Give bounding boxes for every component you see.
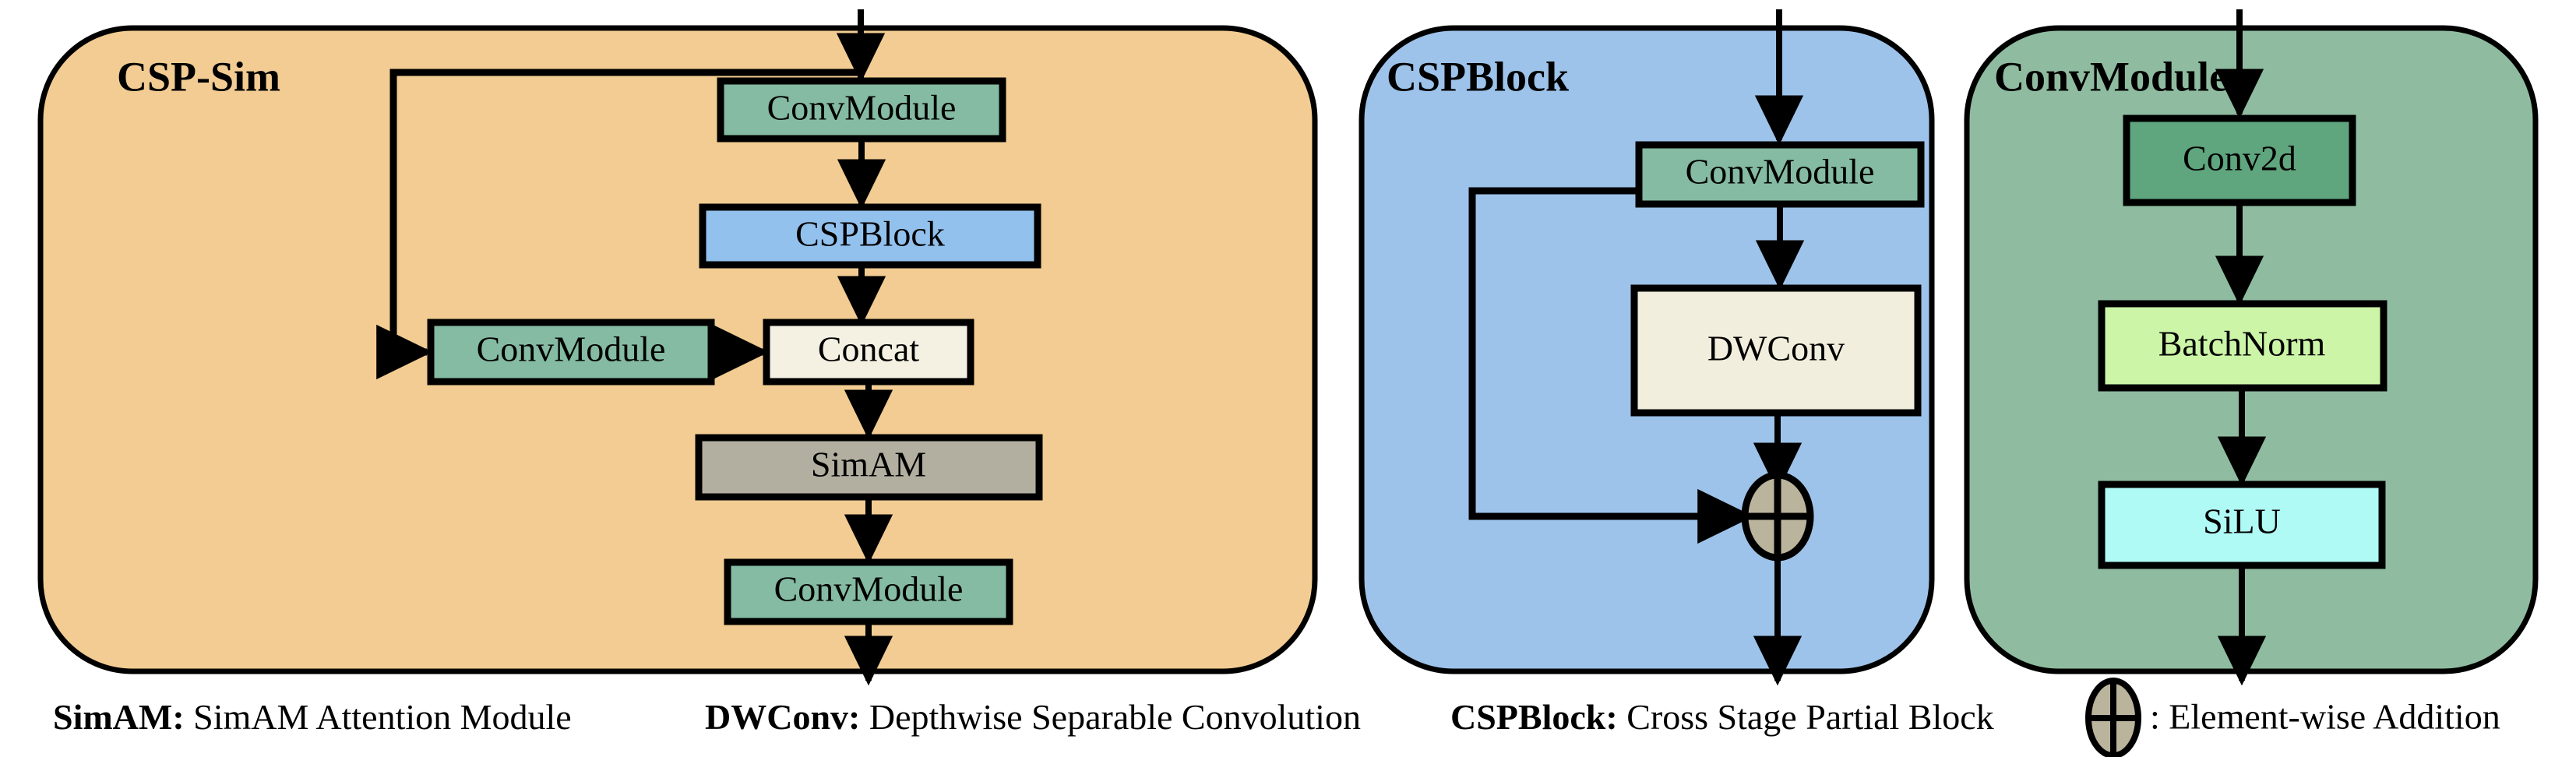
block-convmodule-top-label: ConvModule	[767, 88, 957, 128]
legend-plus-circle-cross	[2088, 681, 2138, 755]
legend-item-dwconv-term: DWConv:	[705, 697, 860, 737]
legend-addition-icon	[2085, 678, 2141, 757]
legend-item-dwconv: DWConv: Depthwise Separable Convolution	[705, 697, 1361, 737]
block-conv2d-label: Conv2d	[2183, 139, 2296, 178]
panel-csp-sim: CSP-Sim ConvModule CSPBlock ConvModule C…	[37, 9, 1318, 686]
panel-csp-sim-title: CSP-Sim	[117, 53, 280, 100]
legend-item-addition-definition: : Element-wise Addition	[2150, 697, 2500, 737]
panel-cspblock-title: CSPBlock	[1387, 53, 1569, 100]
legend-item-cspblock-term: CSPBlock:	[1450, 697, 1618, 737]
legend-item-simam-definition: SimAM Attention Module	[185, 697, 572, 737]
elementwise-add-cross	[1745, 475, 1810, 558]
panel-convmodule: ConvModule Conv2d BatchNorm SiLU	[1964, 9, 2539, 686]
block-silu-label: SiLU	[2203, 502, 2281, 541]
block-silu[interactable]	[2098, 481, 2386, 569]
legend: SimAM: SimAM Attention Module DWConv: De…	[53, 678, 2500, 757]
block-dwconv-label: DWConv	[1707, 329, 1845, 368]
legend-item-cspblock-definition: Cross Stage Partial Block	[1618, 697, 1994, 737]
block-cspblock-convmodule-label: ConvModule	[1686, 152, 1875, 192]
legend-item-cspblock: CSPBlock: Cross Stage Partial Block	[1450, 697, 1994, 737]
block-concat-label: Concat	[818, 329, 920, 369]
block-batchnorm-label: BatchNorm	[2158, 324, 2326, 364]
flow-branch-skip-connection	[389, 69, 861, 352]
block-cspblock-convmodule[interactable]	[1635, 141, 1925, 208]
block-concat[interactable]	[763, 319, 974, 386]
block-cspblock-label: CSPBlock	[795, 214, 945, 254]
flow-residual-skip-cspblock	[1468, 187, 1754, 544]
panel-cspblock: CSPBlock ConvModule DWConv	[1358, 9, 1935, 686]
block-convmodule-branch-label: ConvModule	[477, 329, 666, 369]
legend-item-dwconv-definition: Depthwise Separable Convolution	[860, 697, 1361, 737]
legend-item-simam: SimAM: SimAM Attention Module	[53, 697, 572, 737]
block-convmodule-bottom-label: ConvModule	[774, 569, 964, 609]
block-batchnorm[interactable]	[2098, 300, 2387, 392]
block-simam-label: SimAM	[811, 445, 926, 484]
panel-convmodule-title: ConvModule	[1994, 53, 2228, 100]
block-cspblock[interactable]	[699, 203, 1041, 269]
elementwise-add-icon	[1741, 471, 1814, 562]
legend-item-simam-term: SimAM:	[53, 697, 185, 737]
